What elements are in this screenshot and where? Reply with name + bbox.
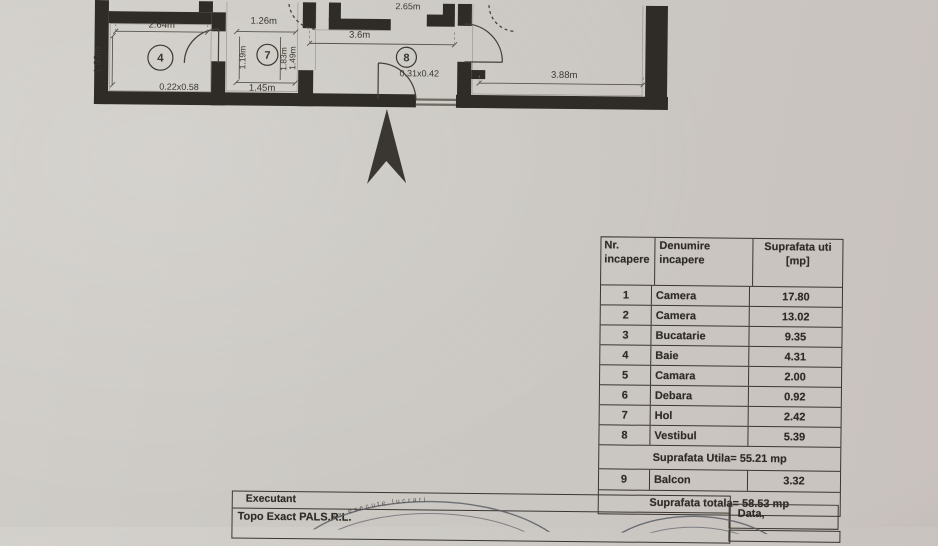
round-stamp-outer [282, 500, 580, 536]
dim-bigroom-width: 3.88m [551, 70, 578, 81]
dim-hall-height: 1.49m [287, 46, 297, 70]
round-stamp-2-outer [591, 515, 797, 536]
dim-room7-right: 1.83m [278, 47, 288, 71]
dim-room4-height: 1.83m [92, 47, 103, 74]
walls [93, 0, 669, 111]
dim-room4-width: 2.64m [148, 20, 175, 31]
dimension-extents [115, 24, 644, 85]
room7-number: 7 [264, 50, 270, 62]
room4-note: 0.22x0.58 [159, 82, 199, 92]
room-number-circles [147, 43, 418, 71]
round-stamp-inner [295, 513, 567, 536]
room8-number: 8 [403, 52, 409, 64]
dim-top-clipped: 2.65m [395, 1, 420, 11]
dim-room7-left: 1.19m [237, 46, 247, 70]
room8-note: 0.31x0.42 [399, 68, 439, 78]
door-arcs [183, 3, 515, 100]
dim-room7-width: 1.26m [251, 16, 278, 27]
dimension-lines [109, 28, 646, 88]
dim-room8-width: 3.6m [349, 30, 370, 41]
plan-labels: 2.64m 1.83m 4 0.22x0.58 1.26m 1.19m 7 1.… [92, 1, 578, 94]
dim-room7-bottom: 1.45m [249, 83, 276, 94]
balcony-threshold [415, 98, 456, 106]
room4-number: 4 [157, 53, 164, 65]
north-arrow-icon [367, 109, 407, 184]
